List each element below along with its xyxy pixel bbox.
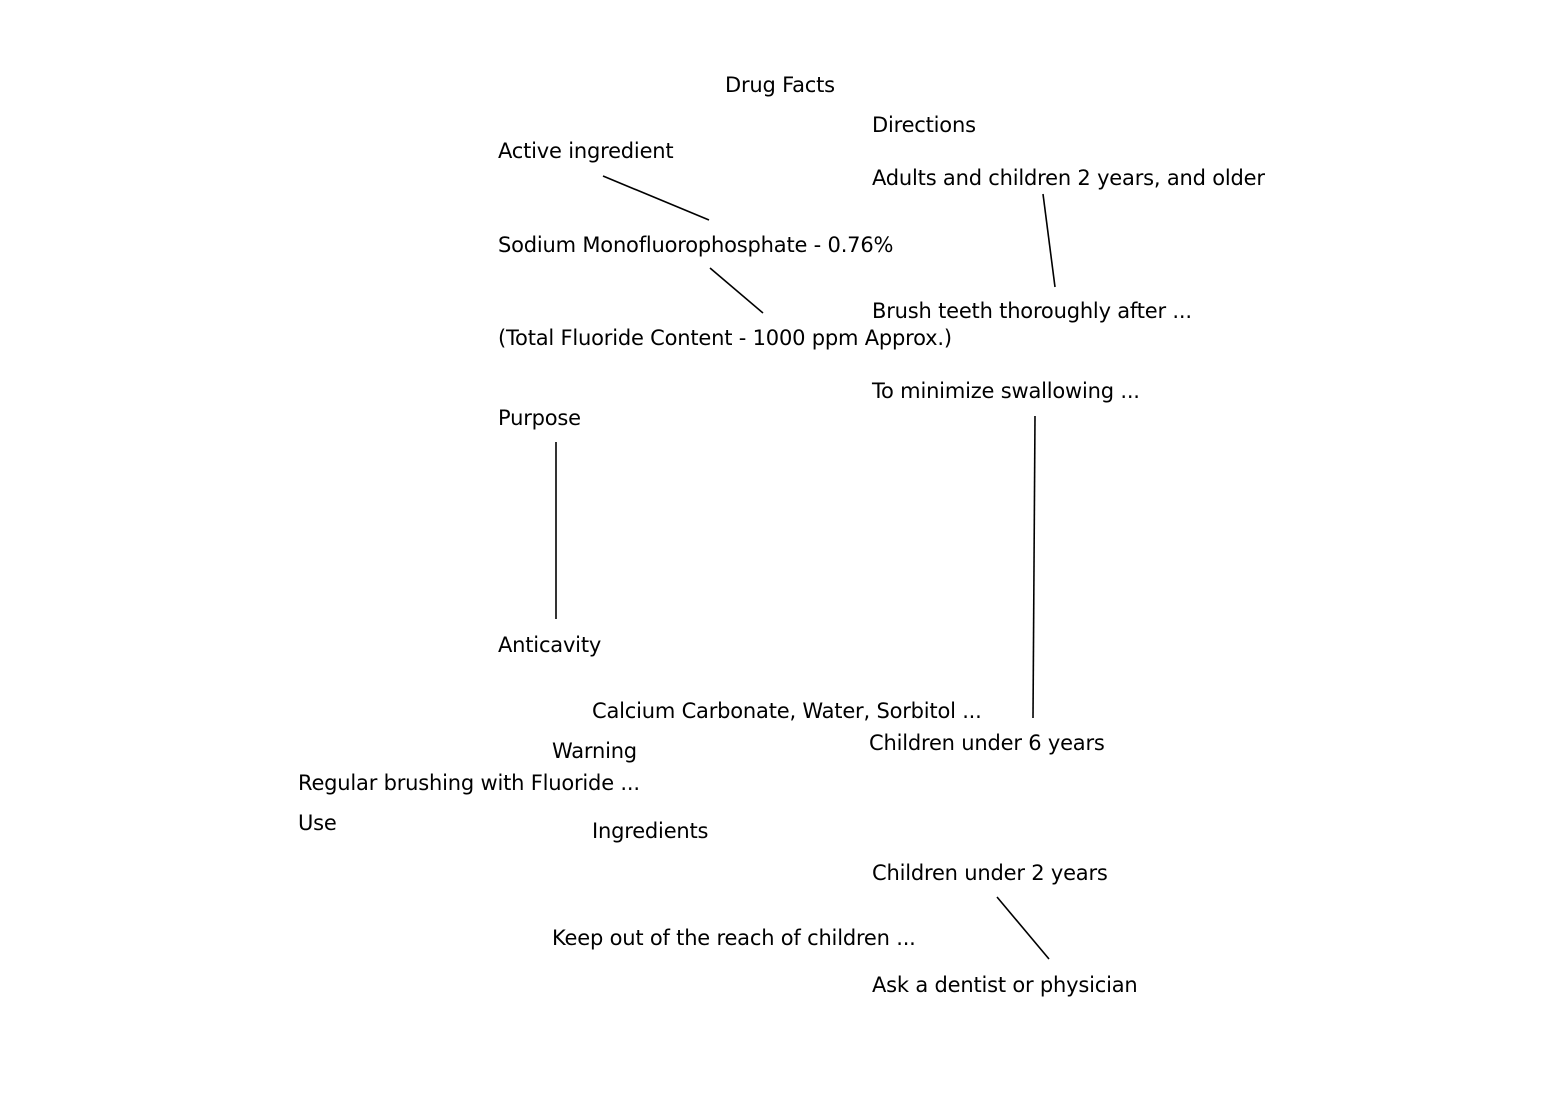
keep-out-of-reach-text: Keep out of the reach of children ...: [552, 926, 916, 950]
active-ingredient-value: Sodium Monofluorophosphate - 0.76%: [498, 233, 894, 257]
brush-teeth-text: Brush teeth thoroughly after ...: [872, 299, 1192, 323]
active-ingredient-heading: Active ingredient: [498, 139, 674, 163]
children-under-6-text: Children under 6 years: [869, 731, 1105, 755]
regular-brushing-text: Regular brushing with Fluoride ...: [298, 771, 640, 795]
connector-active-ingredient-to-sodium: [602, 175, 710, 221]
minimize-swallowing-text: To minimize swallowing ...: [872, 379, 1140, 403]
purpose-value: Anticavity: [498, 633, 602, 657]
connector-sodium-to-fluoride-content: [709, 267, 764, 314]
page-title: Drug Facts: [725, 73, 835, 97]
adults-children-text: Adults and children 2 years, and older: [872, 166, 1265, 190]
ask-dentist-text: Ask a dentist or physician: [872, 973, 1138, 997]
connector-adults-to-brush-teeth: [1042, 193, 1056, 288]
connector-children-under-2-to-ask-dentist: [996, 896, 1050, 960]
connector-minimize-swallowing-to-children-under-6: [1032, 415, 1036, 719]
warning-heading: Warning: [552, 739, 637, 763]
directions-heading: Directions: [872, 113, 976, 137]
children-under-2-text: Children under 2 years: [872, 861, 1108, 885]
fluoride-content-text: (Total Fluoride Content - 1000 ppm Appro…: [498, 326, 952, 350]
ingredients-heading: Ingredients: [592, 819, 709, 843]
purpose-heading: Purpose: [498, 406, 581, 430]
inactive-ingredients-text: Calcium Carbonate, Water, Sorbitol ...: [592, 699, 982, 723]
use-heading: Use: [298, 811, 337, 835]
